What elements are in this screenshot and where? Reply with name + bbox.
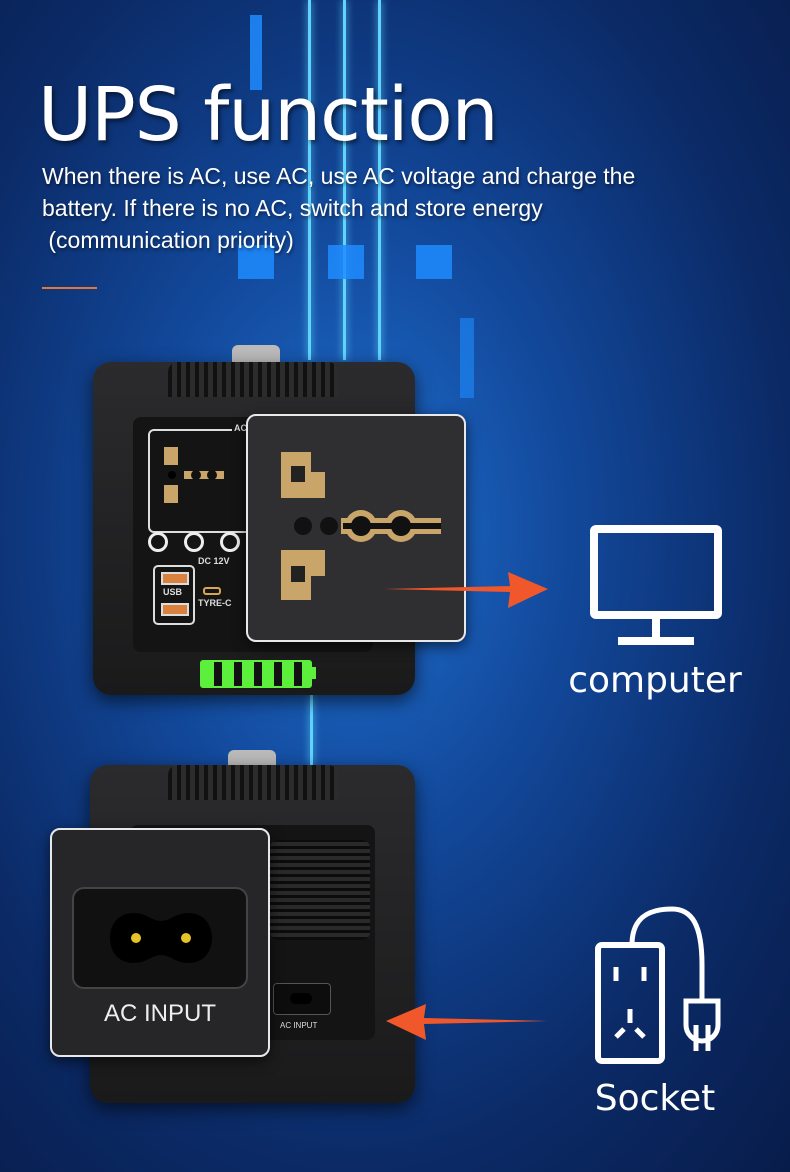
usb-port bbox=[161, 603, 189, 616]
ac-input-label-small: AC INPUT bbox=[280, 1021, 318, 1030]
circuit-line bbox=[308, 0, 311, 360]
ac-input-label: AC INPUT bbox=[103, 1000, 216, 1027]
page-title: UPS function bbox=[38, 72, 499, 158]
ac-input-port bbox=[72, 887, 248, 989]
circuit-block bbox=[328, 245, 364, 279]
dc-port bbox=[184, 532, 204, 552]
circuit-line bbox=[378, 0, 381, 360]
small-outlet-icon bbox=[164, 447, 224, 503]
top-grill bbox=[168, 765, 338, 800]
description-line: When there is AC, use AC, use AC voltage… bbox=[42, 163, 636, 189]
accent-rule bbox=[42, 287, 97, 289]
ac-input-zoom: AC INPUT bbox=[50, 828, 270, 1057]
arrow-right-icon bbox=[384, 572, 548, 608]
computer-label: computer bbox=[568, 660, 742, 701]
description: When there is AC, use AC, use AC voltage… bbox=[42, 160, 702, 256]
dc-label: DC 12V bbox=[198, 556, 230, 566]
description-line: (communication priority) bbox=[42, 227, 294, 253]
handle bbox=[232, 345, 280, 367]
ac-outlet-zoom bbox=[246, 414, 466, 642]
computer-icon bbox=[590, 525, 722, 645]
circuit-block bbox=[460, 318, 474, 398]
figure8-socket-icon bbox=[110, 913, 212, 963]
ac-input-port-small bbox=[273, 983, 331, 1015]
circuit-block bbox=[238, 245, 274, 279]
circuit-line bbox=[343, 0, 346, 360]
typec-port bbox=[203, 587, 221, 595]
socket-icon bbox=[595, 906, 721, 1064]
circuit-block bbox=[416, 245, 452, 279]
circuit-decoration bbox=[250, 15, 262, 90]
dc-port bbox=[148, 532, 168, 552]
ac-label: AC bbox=[232, 423, 249, 433]
typec-label: TYRE-C bbox=[198, 598, 232, 608]
socket-label: Socket bbox=[594, 1078, 716, 1119]
usb-label: USB bbox=[163, 587, 183, 597]
arrow-left-icon bbox=[386, 1004, 548, 1040]
battery-indicator bbox=[200, 660, 312, 688]
top-grill bbox=[168, 362, 338, 397]
description-line: battery. If there is no AC, switch and s… bbox=[42, 195, 543, 221]
usb-ports: USB bbox=[153, 565, 195, 625]
fan-vent bbox=[270, 840, 370, 940]
usb-port bbox=[161, 572, 189, 585]
circuit-line bbox=[310, 695, 313, 765]
battery-tip bbox=[312, 667, 316, 679]
dc-port bbox=[220, 532, 240, 552]
universal-outlet-icon bbox=[281, 452, 441, 600]
